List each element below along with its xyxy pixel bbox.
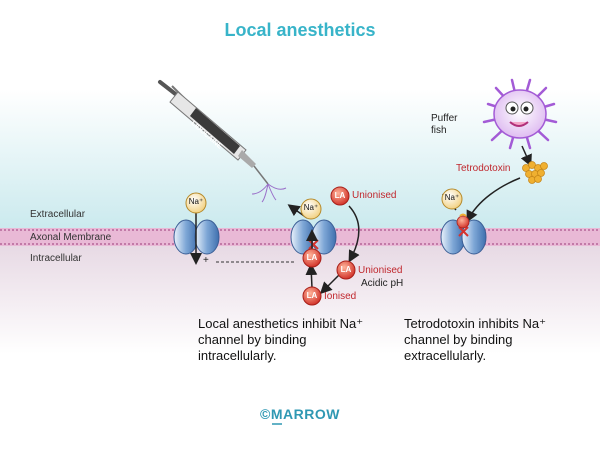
na-label-2: Na⁺ <box>303 203 319 212</box>
na-ion-2 <box>300 198 322 220</box>
caption-tetrodotoxin: Tetrodotoxin inhibits Na⁺ channel by bin… <box>404 316 546 363</box>
arrow-unionised-to-ionised <box>319 273 341 295</box>
footer-brand: ©MARROW <box>260 406 340 422</box>
block-mark-la <box>308 239 319 250</box>
la-in-channel <box>302 248 322 268</box>
label-unionised-top: Unionised <box>352 190 397 201</box>
gradient-sign: + <box>203 255 209 266</box>
label-ionised: Ionised <box>324 291 357 302</box>
la-label-top: LA <box>334 191 346 200</box>
sodium-channel-1 <box>173 219 220 255</box>
sodium-channel-2 <box>290 219 337 255</box>
bound-toxin-glow <box>459 213 467 217</box>
block-mark-ttx <box>458 226 469 237</box>
label-acidic-ph: Acidic pH <box>361 278 404 289</box>
na-label-3: Na⁺ <box>444 193 460 202</box>
diagram-title: Local anesthetics <box>224 20 376 40</box>
label-axonal-membrane: Axonal Membrane <box>30 232 112 243</box>
arrow-fish-to-toxin <box>520 145 532 167</box>
label-unionised-mid: Unionised <box>358 265 403 276</box>
label-tetrodotoxin: Tetrodotoxin <box>456 163 511 174</box>
label-extracellular: Extracellular <box>30 209 86 220</box>
intracellular-region <box>0 244 600 354</box>
arrow-ionised-to-channel <box>305 263 318 289</box>
syringe-icon <box>158 80 287 203</box>
arrow-toxin-to-channel <box>466 177 521 223</box>
la-label-channel: LA <box>306 253 318 262</box>
la-ionised <box>302 286 322 306</box>
la-unionised-mid <box>336 260 356 280</box>
la-unionised-top <box>330 186 350 206</box>
sodium-channel-3 <box>440 219 487 255</box>
label-intracellular: Intracellular <box>30 253 82 264</box>
bound-toxin-marker <box>456 215 470 229</box>
na-label-1: Na⁺ <box>188 197 204 206</box>
na-ion-3 <box>441 188 463 210</box>
la-label-mid: LA <box>340 265 352 274</box>
puffer-fish-icon <box>482 78 558 150</box>
label-puffer-fish: Puffer fish <box>431 113 458 136</box>
na-ion-1 <box>185 192 207 214</box>
la-label-ionised: LA <box>306 291 318 300</box>
tetrodotoxin-molecule-icon <box>522 161 548 184</box>
caption-local-anesthetics: Local anesthetics inhibit Na⁺ channel by… <box>198 316 364 363</box>
arrow-la-cross-membrane <box>348 205 360 263</box>
